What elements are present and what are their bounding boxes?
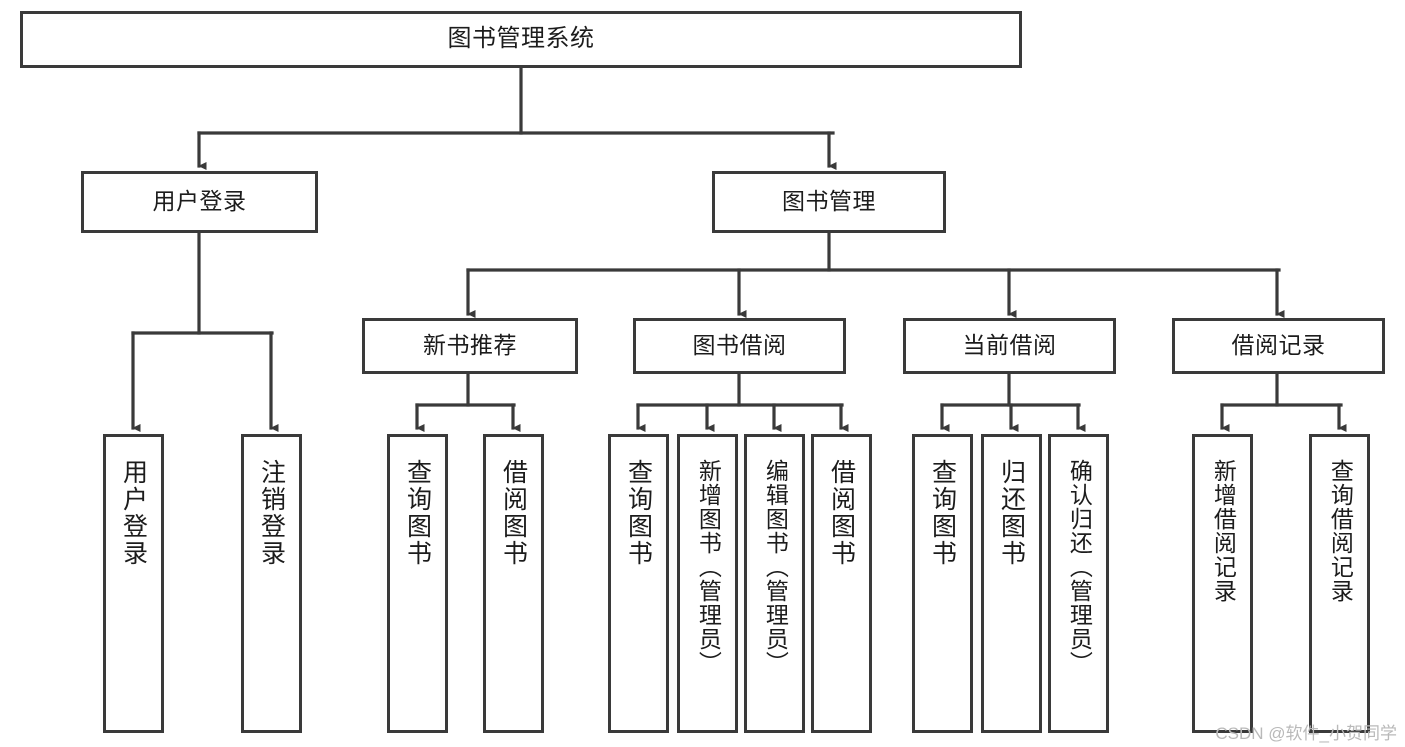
node-label: 编辑图书（管理员） <box>762 459 789 675</box>
node-label: 查询图书 <box>928 459 957 567</box>
node-label: 查询借阅记录 <box>1327 459 1354 603</box>
node-leaf-query-book-newbook[interactable]: 查询图书 <box>387 434 448 733</box>
node-label: 确认归还（管理员） <box>1066 459 1093 675</box>
node-label: 借阅记录 <box>1231 332 1326 359</box>
node-leaf-query-book-borrow[interactable]: 查询图书 <box>608 434 669 733</box>
node-leaf-borrow-book-newbook[interactable]: 借阅图书 <box>483 434 544 733</box>
node-root-book-management-system[interactable]: 图书管理系统 <box>20 11 1022 68</box>
node-leaf-borrow-book[interactable]: 借阅图书 <box>811 434 872 733</box>
node-leaf-add-borrow-record[interactable]: 新增借阅记录 <box>1192 434 1253 733</box>
node-label: 查询图书 <box>403 459 432 567</box>
node-leaf-query-book-current[interactable]: 查询图书 <box>912 434 973 733</box>
node-leaf-add-book-admin[interactable]: 新增图书（管理员） <box>677 434 738 733</box>
node-label: 注销登录 <box>257 459 286 567</box>
node-book-borrow[interactable]: 图书借阅 <box>633 318 846 374</box>
node-label: 图书管理 <box>782 188 876 215</box>
node-label: 图书管理系统 <box>447 25 595 53</box>
node-label: 借阅图书 <box>827 459 856 567</box>
node-book-management[interactable]: 图书管理 <box>712 171 946 233</box>
node-label: 当前借阅 <box>962 332 1057 359</box>
node-leaf-edit-book-admin[interactable]: 编辑图书（管理员） <box>744 434 805 733</box>
node-new-book-recommend[interactable]: 新书推荐 <box>362 318 578 374</box>
node-leaf-user-login[interactable]: 用户登录 <box>103 434 164 733</box>
node-label: 新书推荐 <box>423 332 517 359</box>
node-leaf-confirm-return-admin[interactable]: 确认归还（管理员） <box>1048 434 1109 733</box>
node-label: 查询图书 <box>624 459 653 567</box>
node-label: 新增借阅记录 <box>1210 459 1237 603</box>
node-current-borrow[interactable]: 当前借阅 <box>903 318 1116 374</box>
node-label: 借阅图书 <box>499 459 528 567</box>
csdn-watermark: CSDN @软件_小贺同学 <box>1215 724 1397 743</box>
node-label: 新增图书（管理员） <box>695 459 722 675</box>
node-label: 图书借阅 <box>692 332 787 359</box>
node-leaf-return-book[interactable]: 归还图书 <box>981 434 1042 733</box>
node-label: 归还图书 <box>997 459 1026 567</box>
node-leaf-query-borrow-record[interactable]: 查询借阅记录 <box>1309 434 1370 733</box>
node-borrow-record[interactable]: 借阅记录 <box>1172 318 1385 374</box>
node-label: 用户登录 <box>152 188 247 215</box>
node-label: 用户登录 <box>119 459 148 567</box>
node-leaf-logout[interactable]: 注销登录 <box>241 434 302 733</box>
node-user-login[interactable]: 用户登录 <box>81 171 318 233</box>
